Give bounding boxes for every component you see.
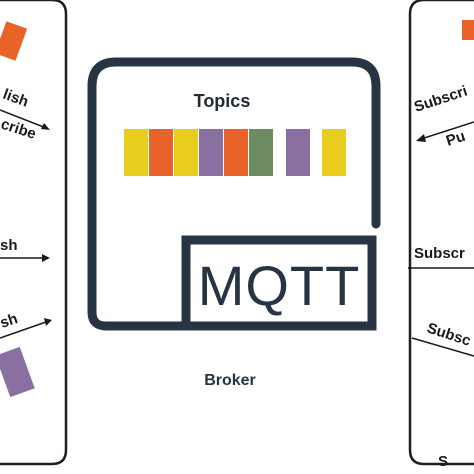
topic-block — [322, 129, 346, 176]
right-subscribe-label-1: Subscri — [412, 83, 470, 116]
topic-block — [286, 129, 310, 176]
topic-block — [149, 129, 173, 176]
left-arrow-1 — [0, 109, 47, 129]
topic-queue — [124, 129, 346, 176]
left-subscribe-label: cribe — [0, 116, 38, 143]
right-client-panel: Subscri Pu Subscr Subsc S — [408, 0, 474, 470]
left-client-panel: lish cribe sh sh — [0, 0, 68, 466]
right-subscribe-label-3: Subsc — [425, 320, 473, 350]
right-publish-label: Pu — [444, 128, 467, 150]
topic-block — [199, 129, 223, 176]
left-arrowhead-3 — [44, 318, 52, 326]
left-orange-message-block — [0, 21, 28, 61]
topic-block — [124, 129, 148, 176]
broker: Topics MQTT Broker — [87, 57, 381, 389]
left-publish-label-3: sh — [0, 310, 20, 332]
broker-label: Broker — [204, 372, 256, 389]
broker-frame — [87, 57, 381, 317]
left-arrow-3 — [0, 321, 47, 339]
right-panel-border — [408, 0, 474, 466]
left-purple-message-block — [0, 346, 35, 398]
left-arrowhead-1 — [41, 123, 50, 130]
right-arrowhead-1 — [416, 134, 426, 142]
broker-frame-bottom — [87, 307, 191, 331]
mqtt-logo-text: MQTT — [198, 254, 361, 317]
left-arrowhead-2 — [42, 254, 50, 262]
right-arrow-3 — [411, 337, 474, 357]
topics-title: Topics — [194, 91, 251, 111]
right-orange-message-block — [462, 20, 474, 40]
left-publish-label-2: sh — [0, 237, 18, 254]
left-publish-label-1: lish — [1, 86, 31, 111]
right-arrow-1 — [417, 121, 474, 141]
topic-block — [174, 129, 198, 176]
left-panel-border — [0, 0, 68, 466]
right-bottom-label: S — [438, 453, 448, 470]
mqtt-logo-box — [181, 235, 377, 331]
topic-block — [224, 129, 248, 176]
right-subscribe-label-2: Subscr — [414, 245, 465, 262]
topic-block — [249, 129, 273, 176]
